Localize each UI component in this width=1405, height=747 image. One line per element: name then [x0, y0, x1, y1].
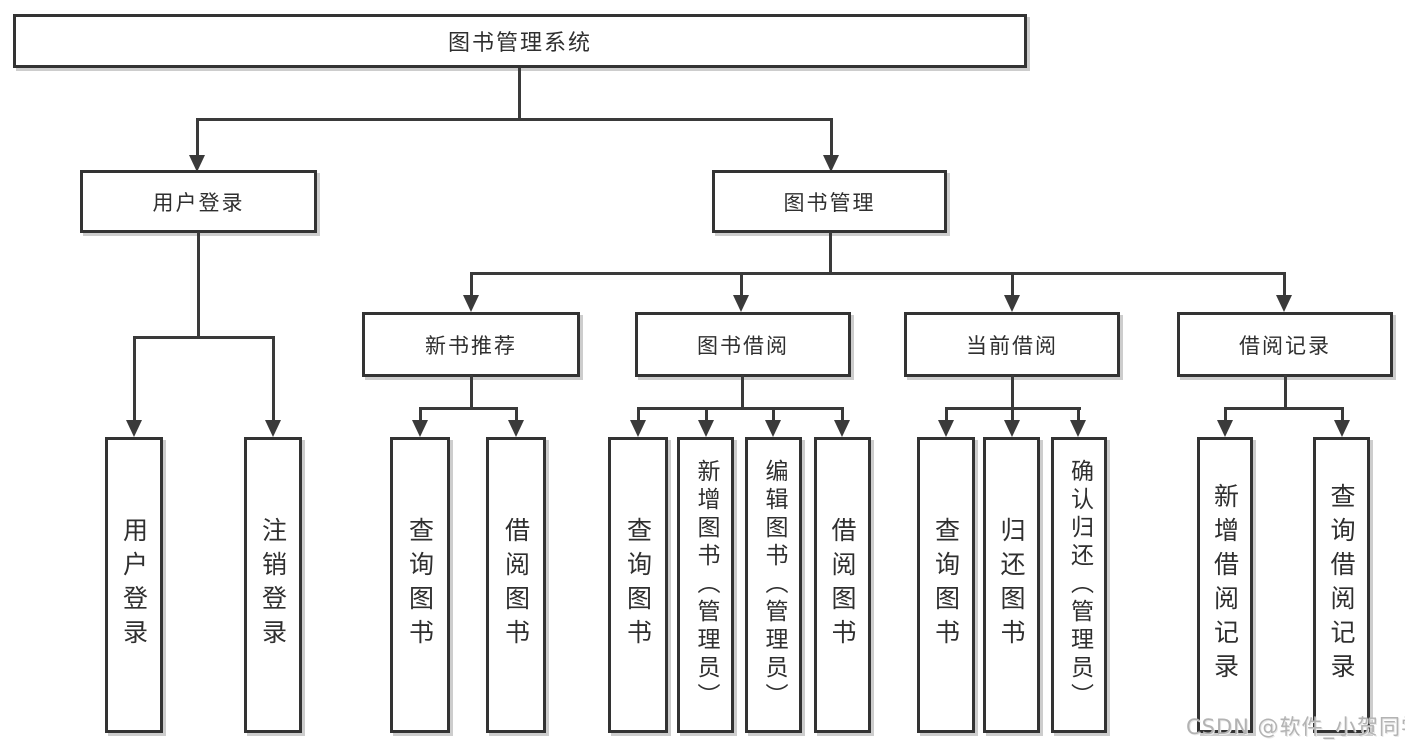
node-library-system-label: 图书管理系统: [447, 31, 592, 56]
arrowhead-down: [1276, 295, 1292, 312]
connector-v: [945, 407, 948, 423]
connector-v: [740, 272, 743, 298]
leaf-query-borrow-record: 查询借阅记录: [1313, 437, 1370, 733]
node-user-login: 用户登录: [80, 170, 317, 233]
node-new-book-recommendation: 新书推荐: [362, 312, 580, 377]
leaf-query-borrow-record-label: 查询借阅记录: [1327, 483, 1356, 687]
leaf-edit-books-admin-label: 编辑图书（管理员）: [761, 459, 787, 711]
node-book-borrowing-label: 图书借阅: [697, 333, 789, 358]
connector-h: [133, 336, 275, 339]
connector-v: [470, 272, 473, 298]
arrowhead-down: [733, 295, 749, 312]
arrowhead-down: [1217, 420, 1233, 437]
connector-v: [841, 407, 844, 423]
node-user-login-label: 用户登录: [152, 190, 245, 215]
connector-v: [518, 68, 521, 118]
leaf-query-books-recommend-label: 查询图书: [405, 517, 435, 653]
arrowhead-down: [698, 420, 714, 437]
leaf-add-books-admin-label: 新增图书（管理员）: [693, 459, 719, 711]
arrowhead-down: [126, 420, 142, 437]
connector-v: [1284, 375, 1287, 407]
arrowhead-down: [1334, 420, 1350, 437]
node-current-borrowing-label: 当前借阅: [966, 333, 1058, 358]
arrowhead-down: [412, 420, 428, 437]
connector-v: [637, 407, 640, 423]
connector-h: [637, 407, 844, 410]
arrowhead-down: [765, 420, 781, 437]
connector-v: [830, 118, 833, 156]
connector-v: [1224, 407, 1227, 423]
connector-v: [1283, 272, 1286, 298]
connector-v: [829, 232, 832, 272]
node-book-management-label: 图书管理: [783, 190, 876, 215]
connector-h: [1224, 407, 1344, 410]
connector-v: [1341, 407, 1344, 423]
leaf-edit-books-admin: 编辑图书（管理员）: [745, 437, 802, 733]
node-borrowing-records: 借阅记录: [1177, 312, 1393, 377]
arrowhead-down: [1004, 295, 1020, 312]
arrowhead-down: [463, 295, 479, 312]
leaf-logout-label: 注销登录: [258, 517, 288, 653]
leaf-confirm-return-admin-label: 确认归还（管理员）: [1066, 459, 1093, 711]
arrowhead-down: [1070, 420, 1086, 437]
connector-v: [470, 375, 473, 407]
arrowhead-down: [1004, 420, 1020, 437]
connector-v: [515, 407, 518, 423]
leaf-query-books-borrow-label: 查询图书: [623, 517, 653, 653]
connector-v: [272, 336, 275, 422]
leaf-user-login: 用户登录: [105, 437, 163, 733]
connector-v: [197, 232, 200, 336]
leaf-query-books-borrow: 查询图书: [608, 437, 668, 733]
arrowhead-down: [189, 155, 205, 172]
leaf-confirm-return-admin: 确认归还（管理员）: [1051, 437, 1107, 733]
connector-v: [1011, 272, 1014, 298]
node-borrowing-records-label: 借阅记录: [1239, 333, 1331, 358]
connector-v: [1077, 407, 1080, 423]
leaf-return-books-label: 归还图书: [997, 517, 1026, 653]
watermark: CSDN @软件_小贺同学: [1186, 715, 1405, 739]
arrowhead-down: [823, 155, 839, 172]
leaf-borrow-books-label: 借阅图书: [828, 517, 857, 653]
leaf-query-books-recommend: 查询图书: [390, 437, 450, 733]
leaf-query-books-current: 查询图书: [917, 437, 975, 733]
node-new-book-recommendation-label: 新书推荐: [425, 333, 517, 358]
leaf-borrow-books-recommend: 借阅图书: [486, 437, 546, 733]
leaf-return-books: 归还图书: [983, 437, 1040, 733]
connector-v: [419, 407, 422, 423]
connector-h: [196, 118, 833, 121]
connector-v: [196, 118, 199, 156]
leaf-borrow-books-recommend-label: 借阅图书: [501, 517, 531, 653]
arrowhead-down: [508, 420, 524, 437]
node-current-borrowing: 当前借阅: [904, 312, 1120, 377]
connector-v: [1011, 375, 1014, 407]
leaf-query-books-current-label: 查询图书: [931, 517, 961, 653]
connector-h: [419, 407, 518, 410]
node-book-management: 图书管理: [712, 170, 947, 233]
connector-v: [772, 407, 775, 423]
node-book-borrowing: 图书借阅: [635, 312, 851, 377]
arrowhead-down: [630, 420, 646, 437]
connector-h: [470, 272, 1285, 275]
arrowhead-down: [265, 420, 281, 437]
leaf-add-borrow-record: 新增借阅记录: [1197, 437, 1253, 733]
arrowhead-down: [938, 420, 954, 437]
leaf-add-borrow-record-label: 新增借阅记录: [1210, 483, 1240, 687]
leaf-add-books-admin: 新增图书（管理员）: [677, 437, 734, 733]
leaf-logout: 注销登录: [244, 437, 302, 733]
connector-v: [741, 375, 744, 407]
node-library-system: 图书管理系统: [13, 14, 1027, 68]
leaf-borrow-books: 借阅图书: [814, 437, 871, 733]
connector-v: [133, 336, 136, 422]
arrowhead-down: [834, 420, 850, 437]
connector-v: [705, 407, 708, 423]
connector-v: [1011, 407, 1014, 423]
leaf-user-login-label: 用户登录: [119, 517, 149, 653]
